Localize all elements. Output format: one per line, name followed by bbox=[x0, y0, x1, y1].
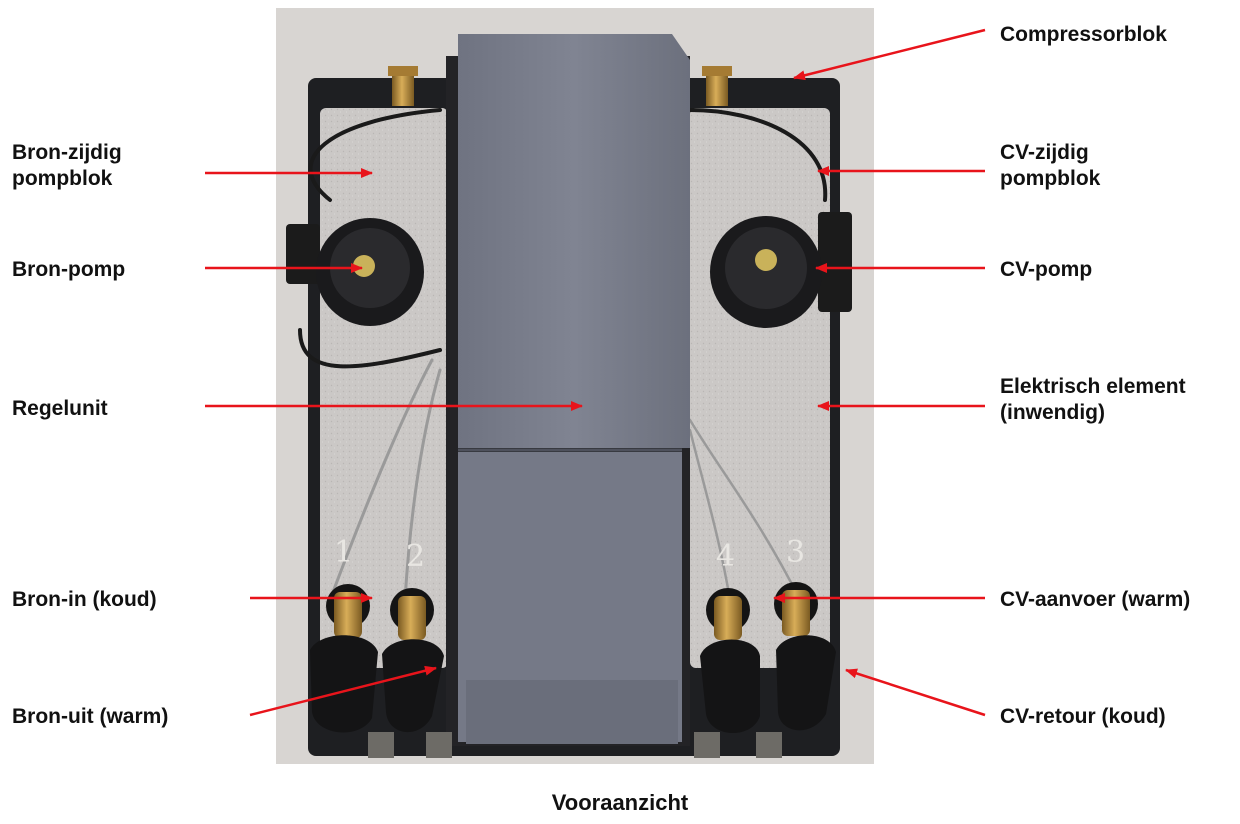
cv-pump bbox=[710, 212, 852, 328]
label-line: Bron-zijdig bbox=[12, 141, 122, 164]
label-bron-uit: Bron-uit (warm) bbox=[12, 705, 169, 728]
insulation-left bbox=[320, 108, 448, 668]
label-compressorblok: Compressorblok bbox=[1000, 23, 1167, 46]
arrow-bron-uit bbox=[249, 665, 437, 717]
label-cv-retour: CV-retour (koud) bbox=[1000, 705, 1166, 728]
label-bron-pomp: Bron-pomp bbox=[12, 258, 126, 281]
caption-vooraanzicht: Vooraanzicht bbox=[551, 790, 689, 815]
connection-fittings bbox=[310, 582, 836, 758]
cables bbox=[298, 108, 828, 602]
arrow-compressorblok bbox=[793, 28, 986, 81]
insulation-right bbox=[690, 108, 830, 668]
label-line: Elektrisch element bbox=[1000, 375, 1186, 398]
connection-number-2: 2 bbox=[406, 539, 425, 574]
label-cv-zijdig-pompblok: CV-zijdig pompblok bbox=[1000, 140, 1100, 192]
label-line: (inwendig) bbox=[1000, 401, 1105, 424]
label-line: pompblok bbox=[12, 167, 113, 190]
top-valve-right bbox=[702, 66, 732, 106]
connection-number-1: 1 bbox=[334, 535, 353, 570]
central-cover bbox=[446, 34, 690, 746]
label-cv-aanvoer: CV-aanvoer (warm) bbox=[1000, 588, 1191, 611]
top-valve-left bbox=[388, 66, 418, 106]
label-line: pompblok bbox=[1000, 167, 1101, 190]
connection-number-3: 3 bbox=[786, 535, 805, 570]
pointer-arrows bbox=[205, 28, 986, 717]
label-bron-in: Bron-in (koud) bbox=[12, 588, 157, 611]
label-cv-pomp: CV-pomp bbox=[1000, 258, 1093, 281]
label-elektrisch-element: Elektrisch element (inwendig) bbox=[1000, 374, 1186, 426]
label-regelunit: Regelunit bbox=[12, 397, 108, 420]
arrow-cv-retour bbox=[845, 668, 986, 717]
connection-number-4: 4 bbox=[716, 539, 735, 574]
label-line: CV-zijdig bbox=[1000, 141, 1089, 164]
label-bron-zijdig-pompblok: Bron-zijdig pompblok bbox=[12, 140, 122, 192]
